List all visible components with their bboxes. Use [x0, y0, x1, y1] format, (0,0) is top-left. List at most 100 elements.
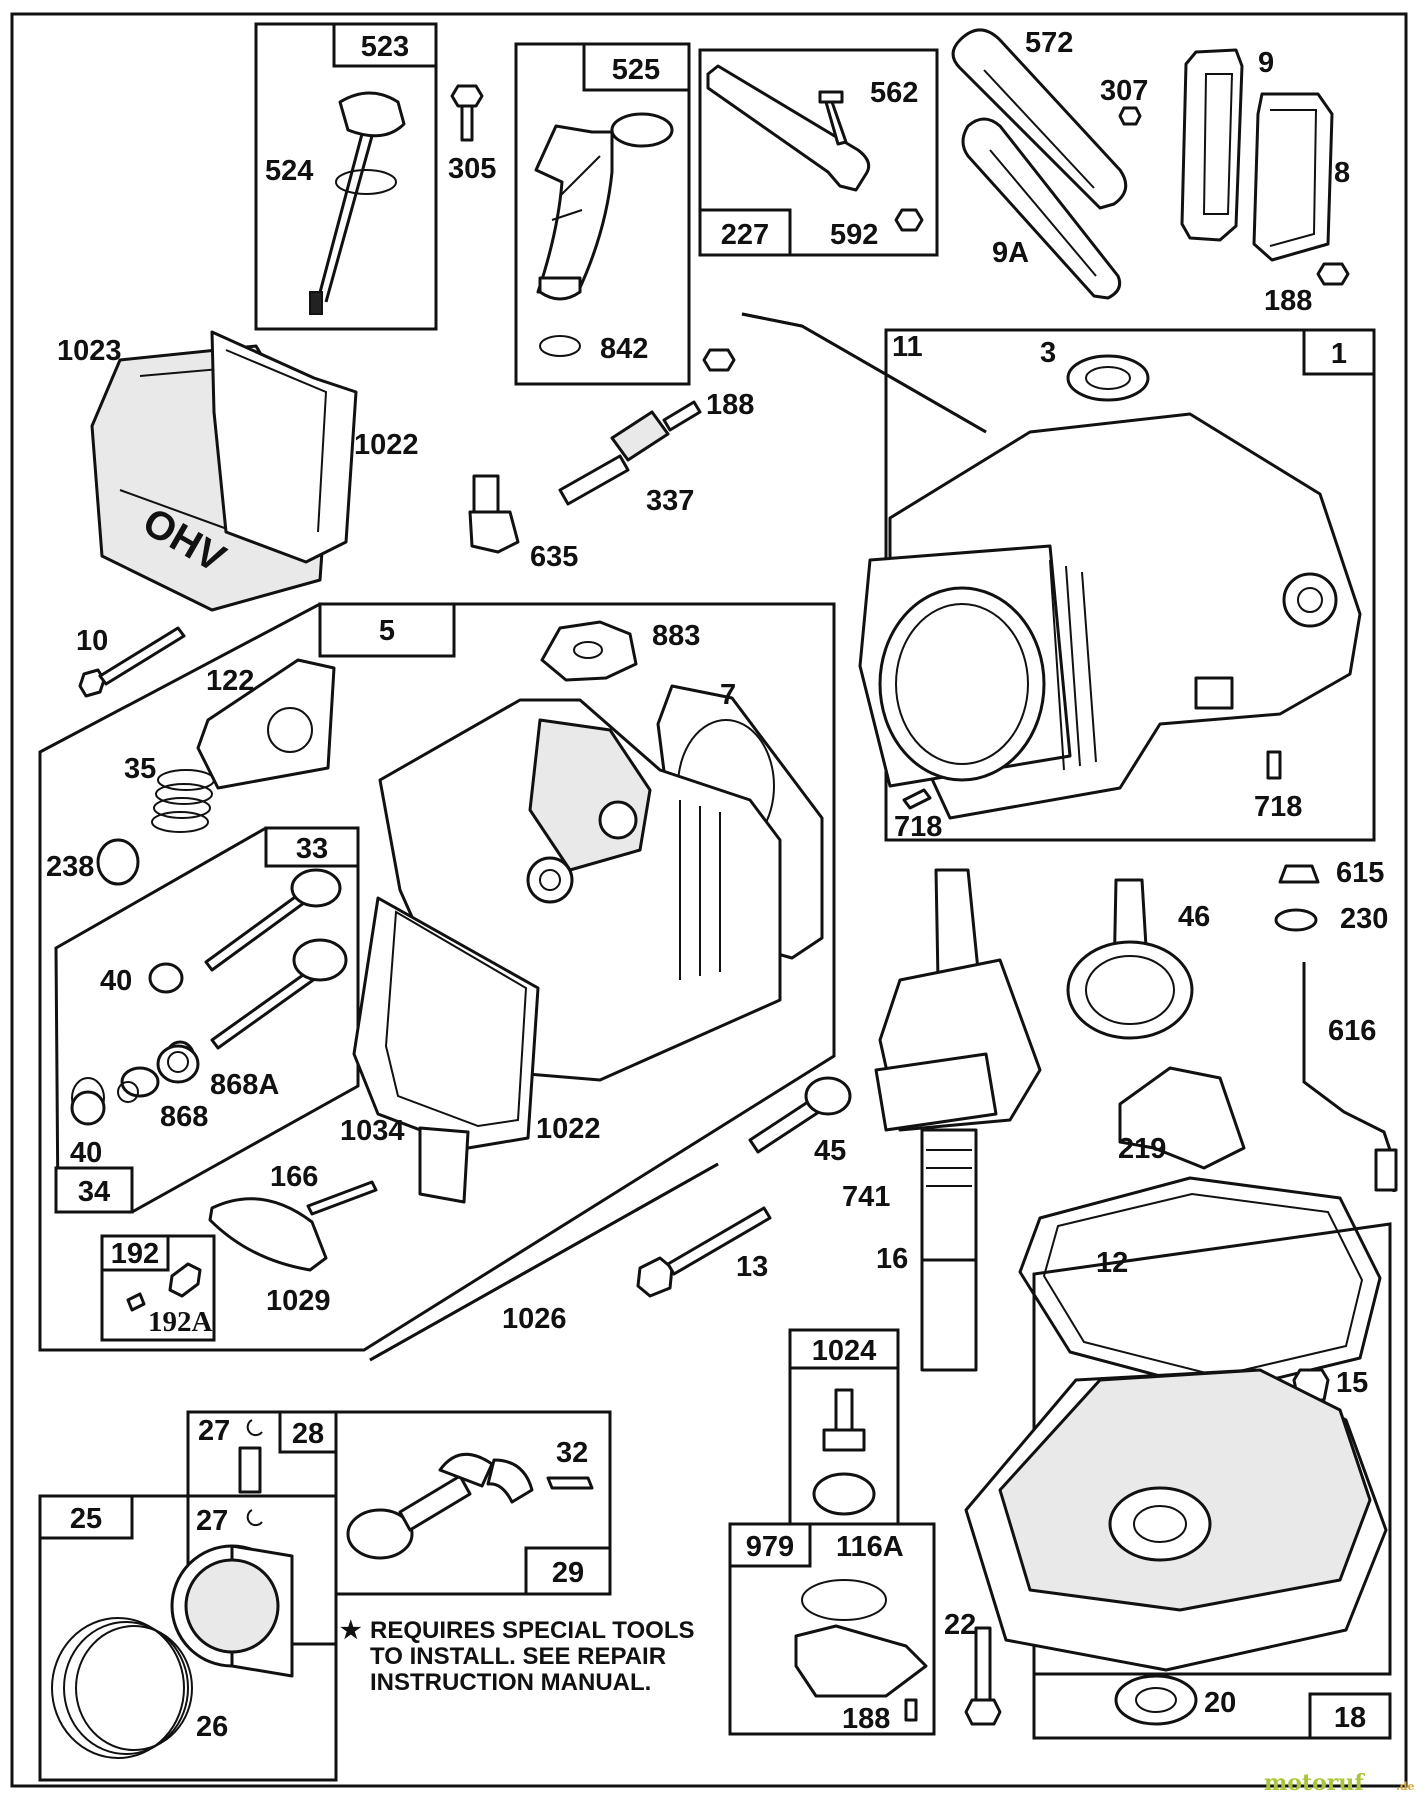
spark-plug-337 — [558, 400, 702, 506]
valve-lower — [210, 938, 348, 1050]
label-166: 166 — [270, 1161, 318, 1193]
label-40-b: 40 — [70, 1137, 102, 1169]
gasket-572 — [951, 28, 1128, 210]
label-238: 238 — [46, 851, 94, 883]
cylinder-block — [858, 412, 1362, 820]
kit-box-525: 525 — [514, 42, 691, 386]
label-842: 842 — [600, 333, 648, 365]
label-219: 219 — [1118, 1133, 1166, 1165]
label-718-a: 718 — [1254, 791, 1302, 823]
label-337: 337 — [646, 485, 694, 517]
label-883: 883 — [652, 620, 700, 652]
camshaft — [1066, 878, 1194, 1040]
label-523: 523 — [361, 31, 409, 63]
label-8: 8 — [1334, 157, 1350, 189]
label-34: 34 — [78, 1176, 110, 1208]
breather-8 — [1252, 92, 1334, 262]
label-307: 307 — [1100, 75, 1148, 107]
label-227: 227 — [721, 219, 769, 251]
label-192a: 192A — [148, 1306, 213, 1338]
label-3: 3 — [1040, 337, 1056, 369]
label-32: 32 — [556, 1437, 588, 1469]
label-10: 10 — [76, 625, 108, 657]
valve-upper — [204, 868, 342, 972]
label-26: 26 — [196, 1711, 228, 1743]
kit-box-1024: 1024 — [788, 1328, 900, 1526]
kit-box-33-34: 33 34 — [54, 826, 360, 1214]
kit-box-227: 227 — [698, 48, 939, 257]
kit-box-28: 28 — [186, 1410, 338, 1646]
label-18: 18 — [1334, 1702, 1366, 1734]
label-27-b: 27 — [196, 1505, 228, 1537]
label-525: 525 — [612, 54, 660, 86]
label-7: 7 — [720, 679, 736, 711]
label-188-a: 188 — [1264, 285, 1312, 317]
kit-box-979: 979 — [728, 1522, 936, 1736]
note-line-1: REQUIRES SPECIAL TOOLS — [370, 1617, 695, 1644]
label-718-b: 718 — [894, 811, 942, 843]
label-28: 28 — [292, 1418, 324, 1450]
label-46: 46 — [1178, 901, 1210, 933]
kit-box-5: 5 — [38, 602, 836, 1352]
label-1026: 1026 — [502, 1303, 567, 1335]
label-22: 22 — [944, 1609, 976, 1641]
spring-35 — [151, 769, 215, 833]
bolt-305 — [450, 84, 484, 142]
page-frame — [10, 12, 1408, 1788]
label-1029: 1029 — [266, 1285, 331, 1317]
piston — [170, 1544, 294, 1678]
label-188-c: 188 — [842, 1703, 890, 1735]
label-122: 122 — [206, 665, 254, 697]
tube-11 — [741, 312, 987, 434]
watermark-text: motoruf — [1264, 1770, 1365, 1796]
sump — [964, 1368, 1388, 1672]
label-116a: 116A — [836, 1531, 904, 1563]
kit-box-18: 18 — [1032, 1222, 1392, 1740]
note-line-2: TO INSTALL. SEE REPAIR — [370, 1643, 666, 1670]
gasket-9 — [1180, 48, 1244, 242]
kit-box-523: 523 — [254, 22, 438, 331]
label-741: 741 — [842, 1181, 890, 1213]
label-979: 979 — [746, 1531, 794, 1563]
label-45: 45 — [814, 1135, 846, 1167]
label-524: 524 — [265, 155, 313, 187]
watermark: motoruf .de — [1264, 1770, 1415, 1796]
gasket-9a — [961, 117, 1122, 300]
label-592: 592 — [830, 219, 878, 251]
label-13: 13 — [736, 1251, 768, 1283]
connecting-rod — [346, 1452, 534, 1560]
label-9: 9 — [1258, 47, 1274, 79]
special-tools-note: ★ REQUIRES SPECIAL TOOLS TO INSTALL. SEE… — [340, 1617, 695, 1696]
dipstick-part — [309, 91, 406, 315]
label-15: 15 — [1336, 1367, 1368, 1399]
fitting-635 — [468, 474, 520, 554]
crankcase-gasket-12 — [1018, 1176, 1382, 1394]
label-11: 11 — [892, 331, 923, 363]
label-1034: 1034 — [340, 1115, 405, 1147]
label-1: 1 — [1331, 338, 1347, 370]
piston-rings — [51, 1617, 193, 1759]
kit-box-192: 192 192A — [100, 1234, 216, 1342]
label-40-a: 40 — [100, 965, 132, 997]
label-868a: 868A — [210, 1069, 279, 1101]
watermark-suffix: .de — [1396, 1780, 1415, 1793]
label-29: 29 — [552, 1557, 584, 1589]
label-35: 35 — [124, 753, 156, 785]
kit-box-29: 29 — [334, 1410, 612, 1596]
dipstick-tube-part — [534, 112, 674, 301]
label-572: 572 — [1025, 27, 1073, 59]
label-1022-a: 1022 — [354, 429, 419, 461]
gasket-1022-top — [210, 330, 358, 564]
label-230: 230 — [1340, 903, 1388, 935]
label-188-b: 188 — [706, 389, 754, 421]
kit-box-25: 25 — [38, 1494, 338, 1782]
note-star: ★ — [340, 1617, 362, 1644]
label-25: 25 — [70, 1503, 102, 1535]
label-33: 33 — [296, 833, 328, 865]
label-635: 635 — [530, 541, 578, 573]
label-615: 615 — [1336, 857, 1384, 889]
label-27-a: 27 — [198, 1415, 230, 1447]
label-1023: 1023 — [57, 335, 122, 367]
label-1024: 1024 — [812, 1335, 877, 1367]
